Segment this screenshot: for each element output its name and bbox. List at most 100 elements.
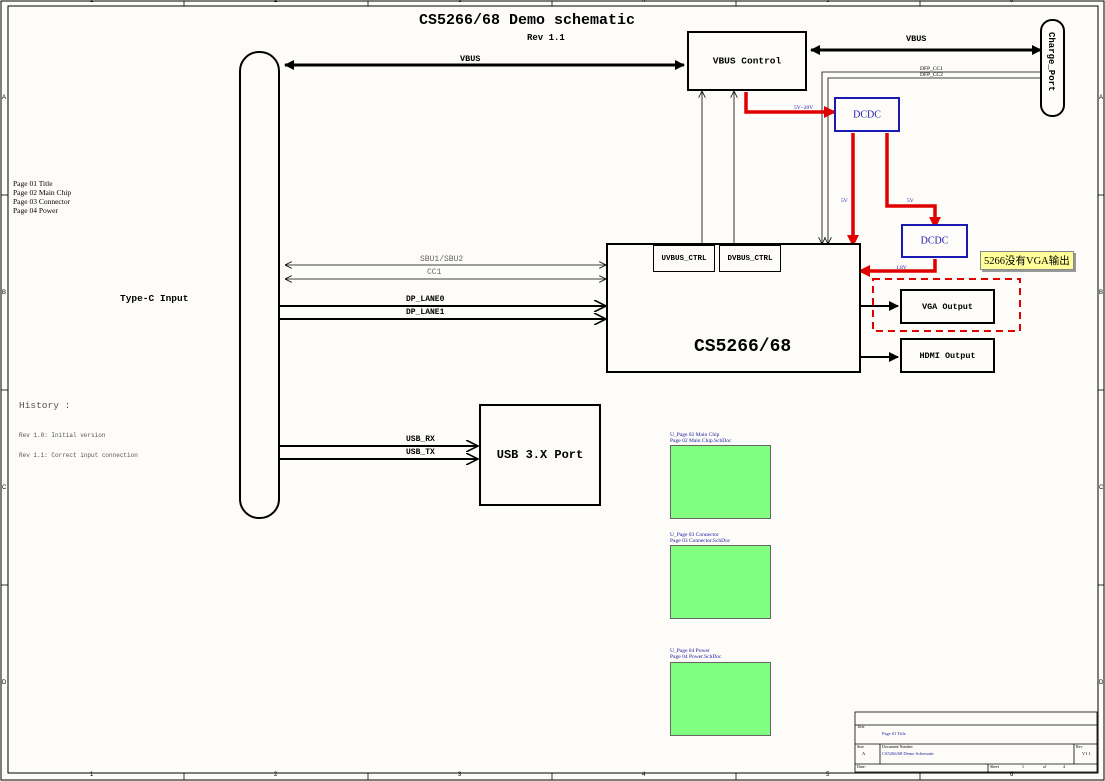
net-label: USB_TX bbox=[406, 448, 435, 457]
title-block-title-label: Title bbox=[857, 724, 865, 729]
net-label: DP_LANE1 bbox=[406, 308, 445, 317]
page-list-item: Page 01 Title bbox=[13, 179, 53, 188]
border-row-label: B bbox=[1099, 290, 1104, 296]
dcdc-label: DCDC bbox=[920, 235, 949, 247]
title-block-date-label: Date: bbox=[857, 764, 866, 769]
vga-note: 5266没有VGA输出 bbox=[980, 251, 1074, 270]
sheet-symbol-ref: U_Page 03 Connector Page 03 Connector.Sc… bbox=[670, 532, 730, 544]
net-label: USB_RX bbox=[406, 435, 435, 444]
border-col-label: 6 bbox=[1010, 0, 1014, 4]
border-col-label: 1 bbox=[90, 772, 94, 778]
page-list: Page 01 Title Page 02 Main Chip Page 03 … bbox=[13, 179, 71, 215]
dfp-cc2-wire bbox=[828, 77, 1041, 243]
dvbus-ctrl-pin: DVBUS_CTRL bbox=[719, 245, 781, 272]
dvbus-ctrl-label: DVBUS_CTRL bbox=[727, 254, 773, 263]
vbus-control-block: VBUS Control bbox=[687, 31, 807, 91]
dcdc-block-2: DCDC bbox=[901, 224, 968, 258]
vga-output-block: VGA Output bbox=[900, 289, 995, 324]
net-label: 5V bbox=[841, 198, 848, 204]
hdmi-output-label: HDMI Output bbox=[919, 350, 976, 361]
title-block-lines bbox=[854, 711, 1098, 773]
border-col-label: 4 bbox=[642, 772, 646, 778]
title-block-docnum-label: Document Number bbox=[882, 744, 913, 749]
border-col-label: 6 bbox=[1010, 772, 1014, 778]
border-col-label: 4 bbox=[642, 0, 646, 4]
title-block-of-label: of bbox=[1043, 764, 1047, 769]
vga-output-label: VGA Output bbox=[921, 301, 973, 312]
uvbus-ctrl-label: UVBUS_CTRL bbox=[661, 254, 707, 263]
net-label: DFP_CC1 bbox=[920, 66, 943, 72]
net-label: 1.8V bbox=[896, 265, 907, 271]
border-row-label: D bbox=[1099, 680, 1104, 686]
sheet-symbol-ref: U_Page 02 Main Chip Page 02 Main Chip.Sc… bbox=[670, 432, 731, 444]
type-c-input-label: Type-C Input bbox=[120, 293, 189, 304]
sheet-symbol-connector[interactable] bbox=[670, 545, 771, 619]
title-block-rev-value: V1.1 bbox=[1082, 751, 1091, 756]
type-c-connector bbox=[239, 51, 280, 519]
border-row-label: A bbox=[2, 95, 7, 101]
page-list-item: Page 04 Power bbox=[13, 206, 58, 215]
net-label: DP_LANE0 bbox=[406, 295, 445, 304]
title-block-rev-label: Rev bbox=[1076, 744, 1083, 749]
border-row-label: B bbox=[2, 290, 7, 296]
main-chip-label: CS5266/68 bbox=[694, 337, 792, 357]
sheet-designator: U_Page 03 Connector bbox=[670, 532, 719, 538]
sheet-filename: Page 02 Main Chip.SchDoc bbox=[670, 438, 732, 444]
dcdc-block-1: DCDC bbox=[834, 97, 900, 132]
history-entry: Rev 1.0: Initial version bbox=[19, 432, 106, 439]
power-1v8-path bbox=[858, 259, 937, 277]
title-block-docnum-value: CS5266/68 Demo Schematic bbox=[882, 751, 935, 756]
charge-port-connector bbox=[1040, 19, 1065, 117]
border-row-label: D bbox=[2, 680, 7, 686]
border-col-label: 5 bbox=[826, 772, 830, 778]
sheet-designator: U_Page 02 Main Chip bbox=[670, 432, 720, 438]
history-entry: Rev 1.1: Correct input connection bbox=[19, 452, 138, 459]
border-col-label: 3 bbox=[458, 0, 462, 4]
net-label: VBUS bbox=[460, 54, 481, 64]
page-list-item: Page 02 Main Chip bbox=[13, 188, 72, 197]
hdmi-output-block: HDMI Output bbox=[900, 338, 995, 373]
net-label: 5V~20V bbox=[794, 105, 814, 111]
dfp-cc1-wire bbox=[822, 71, 1041, 243]
border-col-label: 2 bbox=[274, 772, 278, 778]
border-row-label: A bbox=[1099, 95, 1104, 101]
net-label: CC1 bbox=[427, 268, 442, 277]
title-block-size-label: Size bbox=[857, 744, 864, 749]
title-block-of-value: 4 bbox=[1063, 764, 1065, 769]
border-col-label: 2 bbox=[274, 0, 278, 4]
vga-not-supported-frame bbox=[872, 278, 1021, 332]
title-block-title-value: Page 01 Title bbox=[882, 731, 906, 736]
power-5v-b-path bbox=[885, 133, 941, 229]
usb-port-label: USB 3.X Port bbox=[496, 448, 584, 462]
sheet-symbol-power[interactable] bbox=[670, 662, 771, 736]
dcdc-label: DCDC bbox=[853, 109, 881, 120]
inner-border bbox=[7, 5, 1099, 774]
sheet-filename: Page 03 Connector.SchDoc bbox=[670, 538, 731, 544]
history-heading: History : bbox=[19, 400, 71, 411]
border-row-label: C bbox=[2, 485, 7, 491]
border-col-label: 1 bbox=[90, 0, 94, 4]
schematic-title: CS5266/68 Demo schematic bbox=[419, 12, 636, 29]
sheet-symbol-main-chip[interactable] bbox=[670, 445, 771, 519]
power-5v20v-path bbox=[744, 92, 836, 118]
usb-port-block: USB 3.X Port bbox=[479, 404, 601, 506]
net-label: 5V bbox=[907, 198, 914, 204]
title-block-size-value: A bbox=[862, 751, 866, 756]
uvbus-ctrl-pin: UVBUS_CTRL bbox=[653, 245, 715, 272]
net-label: VBUS bbox=[906, 34, 927, 44]
page-list-item: Page 03 Connector bbox=[13, 197, 71, 206]
sheet-symbol-ref: U_Page 04 Power Page 04 Power.SchDoc bbox=[670, 648, 721, 660]
charge-port-label: Charge_Port bbox=[1046, 32, 1056, 92]
revision-label: Rev 1.1 bbox=[527, 33, 565, 43]
border-col-label: 3 bbox=[458, 772, 462, 778]
border-col-label: 5 bbox=[826, 0, 830, 4]
vbus-control-label: VBUS Control bbox=[712, 55, 782, 67]
net-label: SBU1/SBU2 bbox=[420, 255, 464, 264]
sheet-filename: Page 04 Power.SchDoc bbox=[670, 654, 722, 660]
border-row-label: C bbox=[1099, 485, 1104, 491]
title-block-sheet-value: 1 bbox=[1022, 764, 1024, 769]
